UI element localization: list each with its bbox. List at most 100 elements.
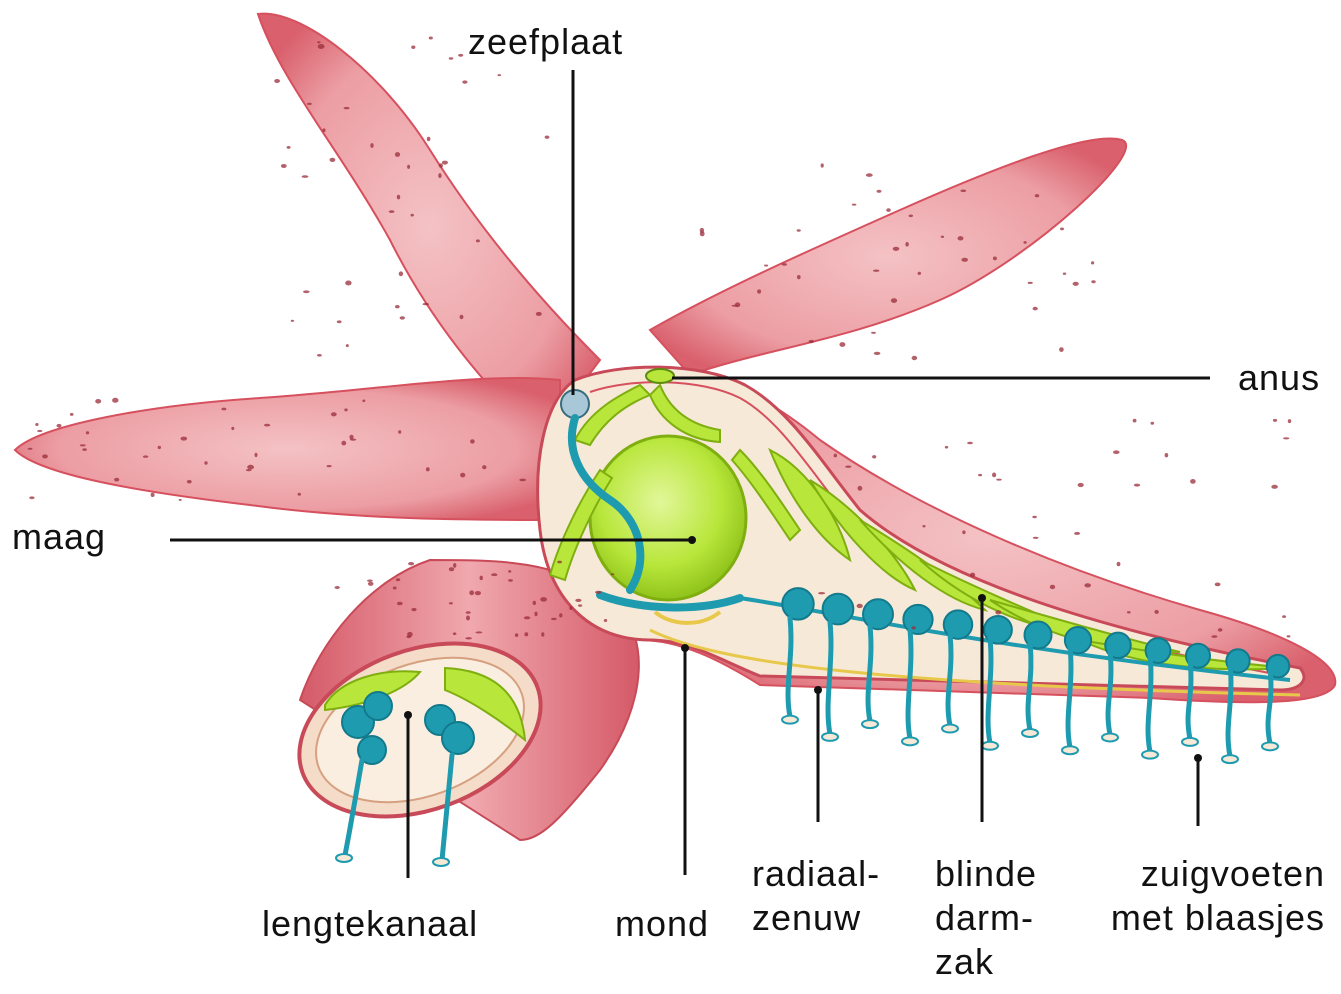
tube-foot xyxy=(948,634,951,725)
skin-spot xyxy=(151,493,155,497)
skin-spot xyxy=(114,478,119,482)
label-blinde-darmzak-line3: zak xyxy=(935,940,1037,984)
skin-spot xyxy=(918,272,921,275)
skin-spot xyxy=(1113,450,1120,454)
skin-spot xyxy=(877,190,882,193)
ampulla xyxy=(823,594,854,625)
skin-spot xyxy=(411,214,414,217)
skin-spot xyxy=(397,602,403,606)
skin-spot xyxy=(307,103,312,105)
skin-spot xyxy=(995,610,1001,614)
label-lengtekanaal: lengtekanaal xyxy=(262,902,478,946)
skin-spot xyxy=(818,592,825,594)
skin-spot xyxy=(498,74,502,76)
tube-foot-sucker xyxy=(862,720,878,728)
skin-spot xyxy=(578,604,582,606)
skin-spot xyxy=(874,352,881,355)
skin-spot xyxy=(1134,484,1140,487)
skin-spot xyxy=(449,602,453,604)
skin-spot xyxy=(400,316,405,319)
skin-spot xyxy=(905,242,908,247)
skin-spot xyxy=(370,143,373,148)
skin-spot xyxy=(317,354,322,357)
skin-spot xyxy=(407,165,410,169)
skin-spot xyxy=(871,332,876,334)
skin-spot xyxy=(845,466,851,468)
skin-spot xyxy=(397,195,400,200)
skin-spot xyxy=(82,448,87,451)
skin-spot xyxy=(809,340,814,343)
skin-spot xyxy=(1023,241,1026,244)
skin-spot xyxy=(559,613,562,617)
skin-spot xyxy=(1091,261,1094,264)
tube-foot-sucker xyxy=(1062,746,1078,754)
skin-spot xyxy=(1283,437,1289,439)
label-maag: maag xyxy=(12,515,106,559)
label-zeefplaat: zeefplaat xyxy=(468,20,623,64)
label-blinde-darmzak-line2: darm- xyxy=(935,896,1037,940)
skin-spot xyxy=(1127,611,1131,613)
skin-spot xyxy=(396,578,400,581)
skin-spot xyxy=(1190,479,1196,484)
skin-spot xyxy=(330,158,336,162)
skin-spot xyxy=(95,399,101,404)
tube-foot xyxy=(788,618,791,717)
skin-spot xyxy=(350,439,356,441)
tube-foot-sucker xyxy=(1182,738,1198,746)
skin-spot xyxy=(519,479,526,482)
skin-spot xyxy=(1035,194,1039,197)
skin-spot xyxy=(533,601,536,605)
skin-spot xyxy=(508,579,513,582)
skin-spot xyxy=(317,41,320,43)
skin-spot xyxy=(866,173,873,177)
tube-foot xyxy=(868,626,871,721)
cross-section-suckers xyxy=(336,854,449,866)
skin-spot xyxy=(449,57,454,59)
skin-spot xyxy=(993,257,997,261)
label-radiaal-zenuw-line2: zenuw xyxy=(752,896,880,940)
label-zuigvoeten-line1: zuigvoeten xyxy=(1080,852,1325,896)
skin-spot xyxy=(873,270,880,272)
skin-spot xyxy=(246,469,252,471)
skin-spot xyxy=(1133,419,1137,423)
skin-spot xyxy=(80,444,86,446)
skin-spot xyxy=(604,619,607,622)
skin-spot xyxy=(345,281,351,286)
skin-spot xyxy=(540,597,547,602)
skin-spot xyxy=(35,423,38,426)
skin-spot xyxy=(960,190,966,193)
tube-foot xyxy=(1148,655,1151,752)
skin-spot xyxy=(545,136,550,139)
skin-spot xyxy=(893,247,900,251)
tube-foot xyxy=(1188,659,1191,739)
skin-spot xyxy=(1033,307,1038,311)
skin-spot xyxy=(857,604,863,608)
skin-spot xyxy=(536,312,542,316)
skin-spot xyxy=(782,263,787,266)
skin-spot xyxy=(996,479,1001,481)
skin-spot xyxy=(453,563,456,568)
skin-spot xyxy=(476,631,483,633)
label-anus: anus xyxy=(1238,356,1320,400)
skin-spot xyxy=(28,448,33,450)
skin-spot xyxy=(449,567,454,571)
skin-spot xyxy=(274,79,280,83)
skin-spot xyxy=(508,570,511,573)
label-radiaal-zenuw: radiaal- zenuw xyxy=(752,852,880,940)
label-radiaal-zenuw-line1: radiaal- xyxy=(752,852,880,896)
skin-spot xyxy=(534,612,537,617)
skin-spot xyxy=(1288,419,1291,423)
skin-spot xyxy=(298,493,301,496)
skin-spot xyxy=(909,215,913,218)
skin-spot xyxy=(86,431,89,434)
label-blinde-darmzak-line1: blinde xyxy=(935,852,1037,896)
skin-spot xyxy=(462,80,467,83)
arm-upper-right xyxy=(650,138,1126,375)
skin-spot xyxy=(476,239,480,242)
skin-spot xyxy=(287,146,291,149)
skin-spot xyxy=(1074,532,1080,535)
skin-spot xyxy=(611,573,614,575)
skin-spot xyxy=(912,626,916,629)
skin-spot xyxy=(834,454,837,458)
